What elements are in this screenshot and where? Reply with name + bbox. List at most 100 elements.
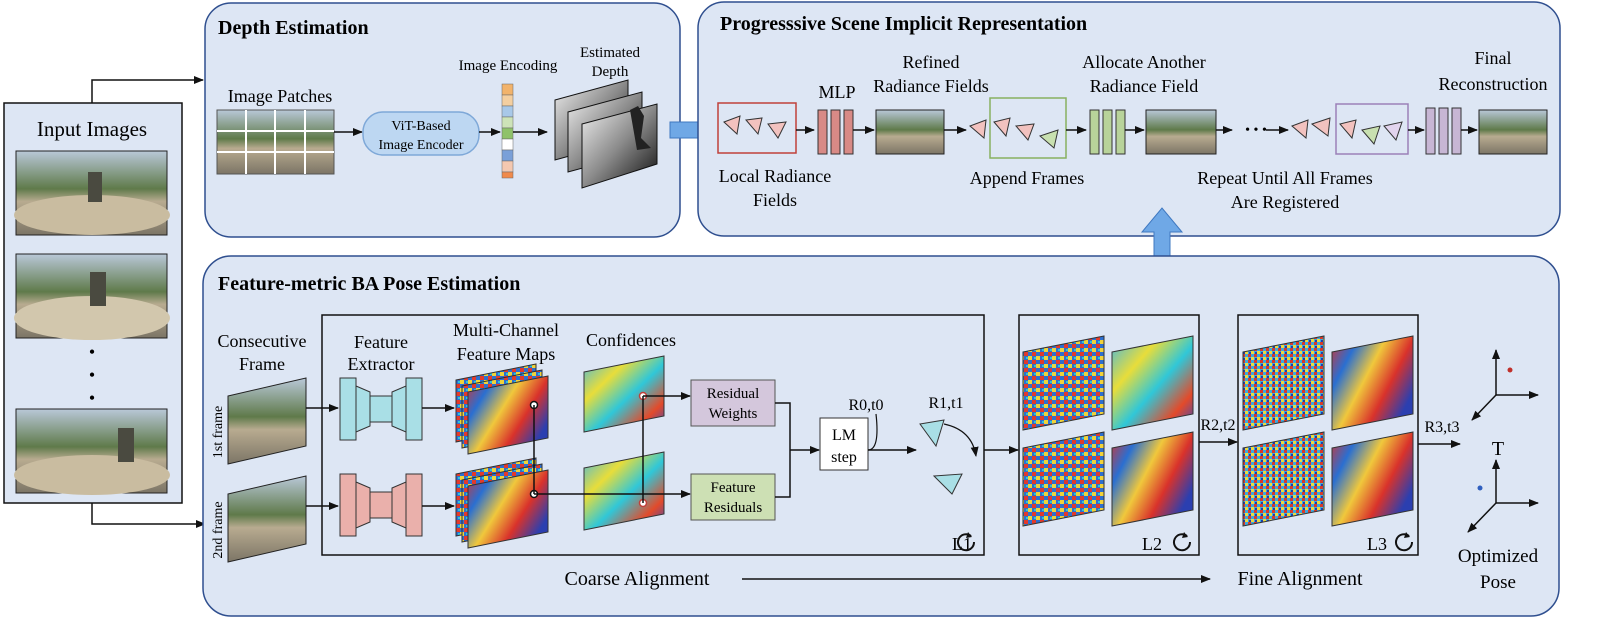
l2-box [1018,314,1200,556]
first-frame-image [227,377,307,465]
image-patches [216,109,335,175]
arrow-to-ba [91,503,206,528]
repeat-line2: Are Registered [1231,192,1339,212]
repeat-line1: Repeat Until All Frames [1197,168,1372,188]
local-radiance-line2: Fields [753,190,797,210]
r3t3-label: R3,t3 [1424,419,1459,436]
local-camera-frustums [723,115,787,139]
mlp-red [817,109,854,155]
weights-line1: Residual [707,386,760,402]
pose-frustums [919,419,963,495]
l1-box [321,314,985,556]
final-line1: Final [1474,48,1511,68]
input-image-2 [14,253,170,340]
dot-3: • [89,388,95,408]
mlp-green [1089,109,1126,155]
mlp-purple [1425,107,1462,155]
l2-label: L2 [1142,534,1162,554]
image-patches-label: Image Patches [228,86,332,106]
feature-residuals-box [690,473,776,521]
lm-line1: LM [832,427,856,444]
consecutive-line2: Frame [239,354,285,374]
l2-feature-bottom [1022,431,1105,527]
l3-box [1237,314,1419,556]
r0t0-label: R0,t0 [848,397,883,414]
fine-alignment-label: Fine Alignment [1238,568,1363,590]
vit-encoder-line2: Image Encoder [378,138,463,153]
feature-maps-bottom [455,457,549,549]
vit-encoder-line1: ViT-Based [391,119,450,134]
maps-line2: Feature Maps [457,344,555,364]
feature-extractor-top [339,377,423,441]
local-radiance-line1: Local Radiance [719,166,831,186]
l1-loop-icon [957,532,976,552]
weights-line2: Weights [709,406,758,422]
input-image-3 [14,408,170,495]
append-frames-box [989,97,1067,159]
optimized-line1: Optimized [1458,546,1539,567]
maps-line1: Multi-Channel [453,320,559,340]
image-encoding-label: Image Encoding [459,58,558,74]
input-image-1 [14,150,170,236]
second-frame-label: 2nd frame [211,501,226,558]
l1-label: L1 [952,534,972,554]
lm-step-box [819,417,869,471]
depth-estimation-title: Depth Estimation [218,17,369,39]
l2-loop-icon [1173,532,1192,552]
image-encoding-stack [501,83,514,179]
l3-feature-bottom [1242,431,1325,527]
optimized-pose-axes [1467,349,1539,533]
coarse-alignment-label: Coarse Alignment [565,568,710,590]
pose-update-curve [943,423,979,457]
r2t2-label: R2,t2 [1200,417,1235,434]
feature-extractor-bottom [339,473,423,537]
t-label: T [1492,438,1504,460]
consecutive-line1: Consecutive [218,331,307,351]
confidence-map-bottom [583,451,665,531]
second-frame-image [227,475,307,563]
input-images-title: Input Images [37,117,147,141]
confidence-map-top [583,355,665,433]
confidences-label: Confidences [586,330,676,350]
estimated-depth-line2: Depth [592,64,629,80]
local-radiance-box [717,102,797,154]
dot-2: • [89,365,95,385]
mlp-label: MLP [818,82,855,102]
refined-line1: Refined [903,52,960,72]
append-frustums-outside [969,119,987,139]
lm-line2: step [831,449,857,466]
residuals-line1: Feature [711,480,756,496]
vit-encoder-box [362,111,480,156]
refined-render [875,109,945,155]
l2-feature-top [1022,335,1105,431]
ellipsis: • • • [1245,123,1267,138]
ba-pose-title: Feature-metric BA Pose Estimation [218,273,520,295]
l3-loop-icon [1395,532,1414,552]
final-render [1478,109,1548,155]
dot-1: • [89,342,95,362]
estimated-depth-line1: Estimated [580,45,640,61]
l2-confidence-bottom [1111,431,1194,527]
repeat-frustums [1339,119,1403,145]
extractor-line2: Extractor [348,354,415,374]
allocate-line1: Allocate Another [1082,52,1205,72]
repeat-frustums-outside [1291,117,1331,139]
l3-confidence-top [1331,335,1414,431]
l3-label: L3 [1367,534,1387,554]
estimated-depth-maps [554,79,658,189]
l3-feature-top [1242,335,1325,431]
l2-confidence-top [1111,335,1194,431]
extractor-line1: Feature [354,332,408,352]
l3-confidence-bottom [1331,431,1414,527]
allocate-line2: Radiance Field [1090,76,1198,96]
repeat-box [1335,103,1409,155]
first-frame-label: 1st frame [211,406,226,458]
append-frames-label: Append Frames [970,168,1084,188]
residuals-line2: Residuals [704,500,762,516]
feature-maps-top [455,363,549,455]
scene-representation-panel [697,1,1561,237]
append-frustums [993,117,1059,149]
allocate-render [1145,109,1217,155]
r1t1-label: R1,t1 [928,395,963,412]
